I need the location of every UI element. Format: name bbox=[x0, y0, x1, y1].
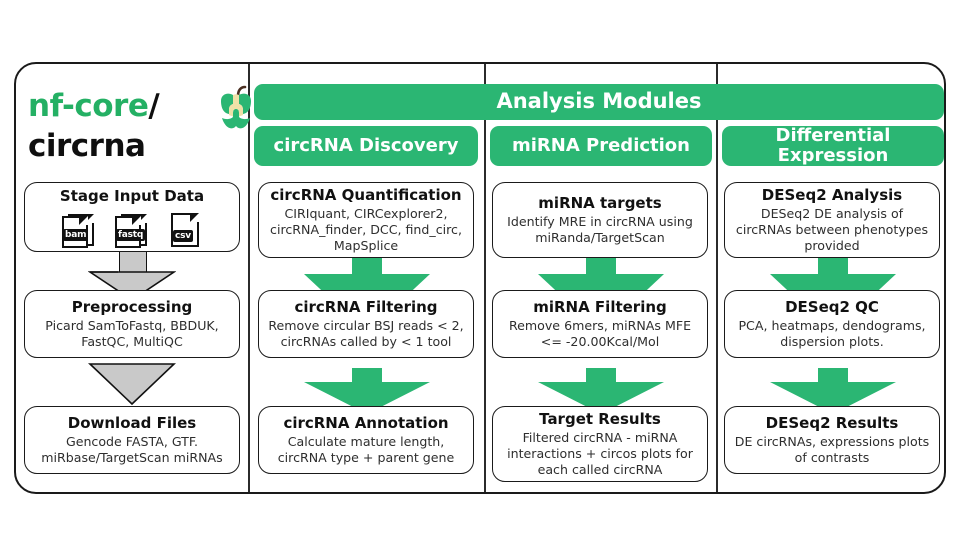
box-title: DESeq2 Analysis bbox=[761, 186, 903, 205]
box-title: circRNA Quantification bbox=[270, 186, 462, 205]
fastq-file-label: fastq bbox=[116, 228, 146, 241]
bam-file-icon: bam bbox=[62, 212, 96, 248]
box-title: Target Results bbox=[539, 410, 661, 429]
box-subtitle: Picard SamToFastq, BBDUK, FastQC, MultiQ… bbox=[45, 318, 219, 349]
analysis-modules-header: Analysis Modules bbox=[254, 84, 944, 120]
csv-file-icon: csv bbox=[168, 212, 202, 248]
box-circrna-quantification[interactable]: circRNA Quantification CIRIquant, CIRCex… bbox=[258, 182, 474, 258]
box-subtitle: PCA, heatmaps, dendograms, dispersion pl… bbox=[738, 318, 926, 349]
box-subtitle: Gencode FASTA, GTF. miRbase/TargetScan m… bbox=[41, 434, 223, 465]
module-header-circrna-discovery[interactable]: circRNA Discovery bbox=[254, 126, 478, 166]
input-file-icons: bam fastq csv bbox=[62, 212, 202, 248]
logo-nfcore-text: nf-core bbox=[28, 88, 149, 124]
logo-line-2: circrna bbox=[28, 128, 146, 164]
box-deseq2-analysis[interactable]: DESeq2 Analysis DESeq2 DE analysis of ci… bbox=[724, 182, 940, 258]
box-title: miRNA Filtering bbox=[533, 298, 667, 317]
fastq-file-icon: fastq bbox=[115, 212, 149, 248]
box-title: Preprocessing bbox=[71, 298, 193, 317]
column-separator-2 bbox=[484, 64, 486, 492]
module-header-differential-expression[interactable]: Differential Expression bbox=[722, 126, 944, 166]
box-subtitle: Calculate mature length, circRNA type + … bbox=[277, 434, 455, 465]
box-title: DESeq2 QC bbox=[785, 298, 879, 317]
box-subtitle: Remove 6mers, miRNAs MFE <= -20.00Kcal/M… bbox=[508, 318, 692, 349]
box-title: circRNA Filtering bbox=[294, 298, 438, 317]
column-separator-3 bbox=[716, 64, 718, 492]
column-separator-1 bbox=[248, 64, 250, 492]
box-mirna-filtering[interactable]: miRNA Filtering Remove 6mers, miRNAs MFE… bbox=[492, 290, 708, 358]
box-deseq2-qc[interactable]: DESeq2 QC PCA, heatmaps, dendograms, dis… bbox=[724, 290, 940, 358]
box-download-files[interactable]: Download Files Gencode FASTA, GTF. miRba… bbox=[24, 406, 240, 474]
box-title: circRNA Annotation bbox=[283, 414, 449, 433]
bam-file-label: bam bbox=[63, 228, 89, 241]
box-target-results[interactable]: Target Results Filtered circRNA - miRNA … bbox=[492, 406, 708, 482]
nf-core-logo: nf-core/ circrna bbox=[28, 85, 251, 168]
box-subtitle: Filtered circRNA - miRNA interactions + … bbox=[507, 430, 693, 477]
box-stage-input-data[interactable]: Stage Input Data bam fastq csv bbox=[24, 182, 240, 252]
box-circrna-filtering[interactable]: circRNA Filtering Remove circular BSJ re… bbox=[258, 290, 474, 358]
box-title: DESeq2 Results bbox=[765, 414, 899, 433]
box-title: Download Files bbox=[67, 414, 197, 433]
box-subtitle: Identify MRE in circRNA using miRanda/Ta… bbox=[507, 214, 693, 245]
logo-line-1: nf-core/ bbox=[28, 86, 243, 126]
csv-file-label: csv bbox=[173, 229, 193, 242]
box-title: Stage Input Data bbox=[59, 186, 205, 205]
box-title: miRNA targets bbox=[538, 194, 662, 213]
apple-core-icon bbox=[221, 85, 251, 129]
box-subtitle: DE circRNAs, expressions plots of contra… bbox=[734, 434, 930, 465]
logo-slash: / bbox=[148, 88, 160, 124]
box-subtitle: Remove circular BSJ reads < 2, circRNAs … bbox=[268, 318, 464, 349]
box-subtitle: DESeq2 DE analysis of circRNAs between p… bbox=[735, 206, 929, 253]
box-deseq2-results[interactable]: DESeq2 Results DE circRNAs, expressions … bbox=[724, 406, 940, 474]
box-subtitle: CIRIquant, CIRCexplorer2, circRNA_finder… bbox=[270, 206, 462, 253]
box-mirna-targets[interactable]: miRNA targets Identify MRE in circRNA us… bbox=[492, 182, 708, 258]
module-header-mirna-prediction[interactable]: miRNA Prediction bbox=[490, 126, 712, 166]
box-circrna-annotation[interactable]: circRNA Annotation Calculate mature leng… bbox=[258, 406, 474, 474]
box-preprocessing[interactable]: Preprocessing Picard SamToFastq, BBDUK, … bbox=[24, 290, 240, 358]
